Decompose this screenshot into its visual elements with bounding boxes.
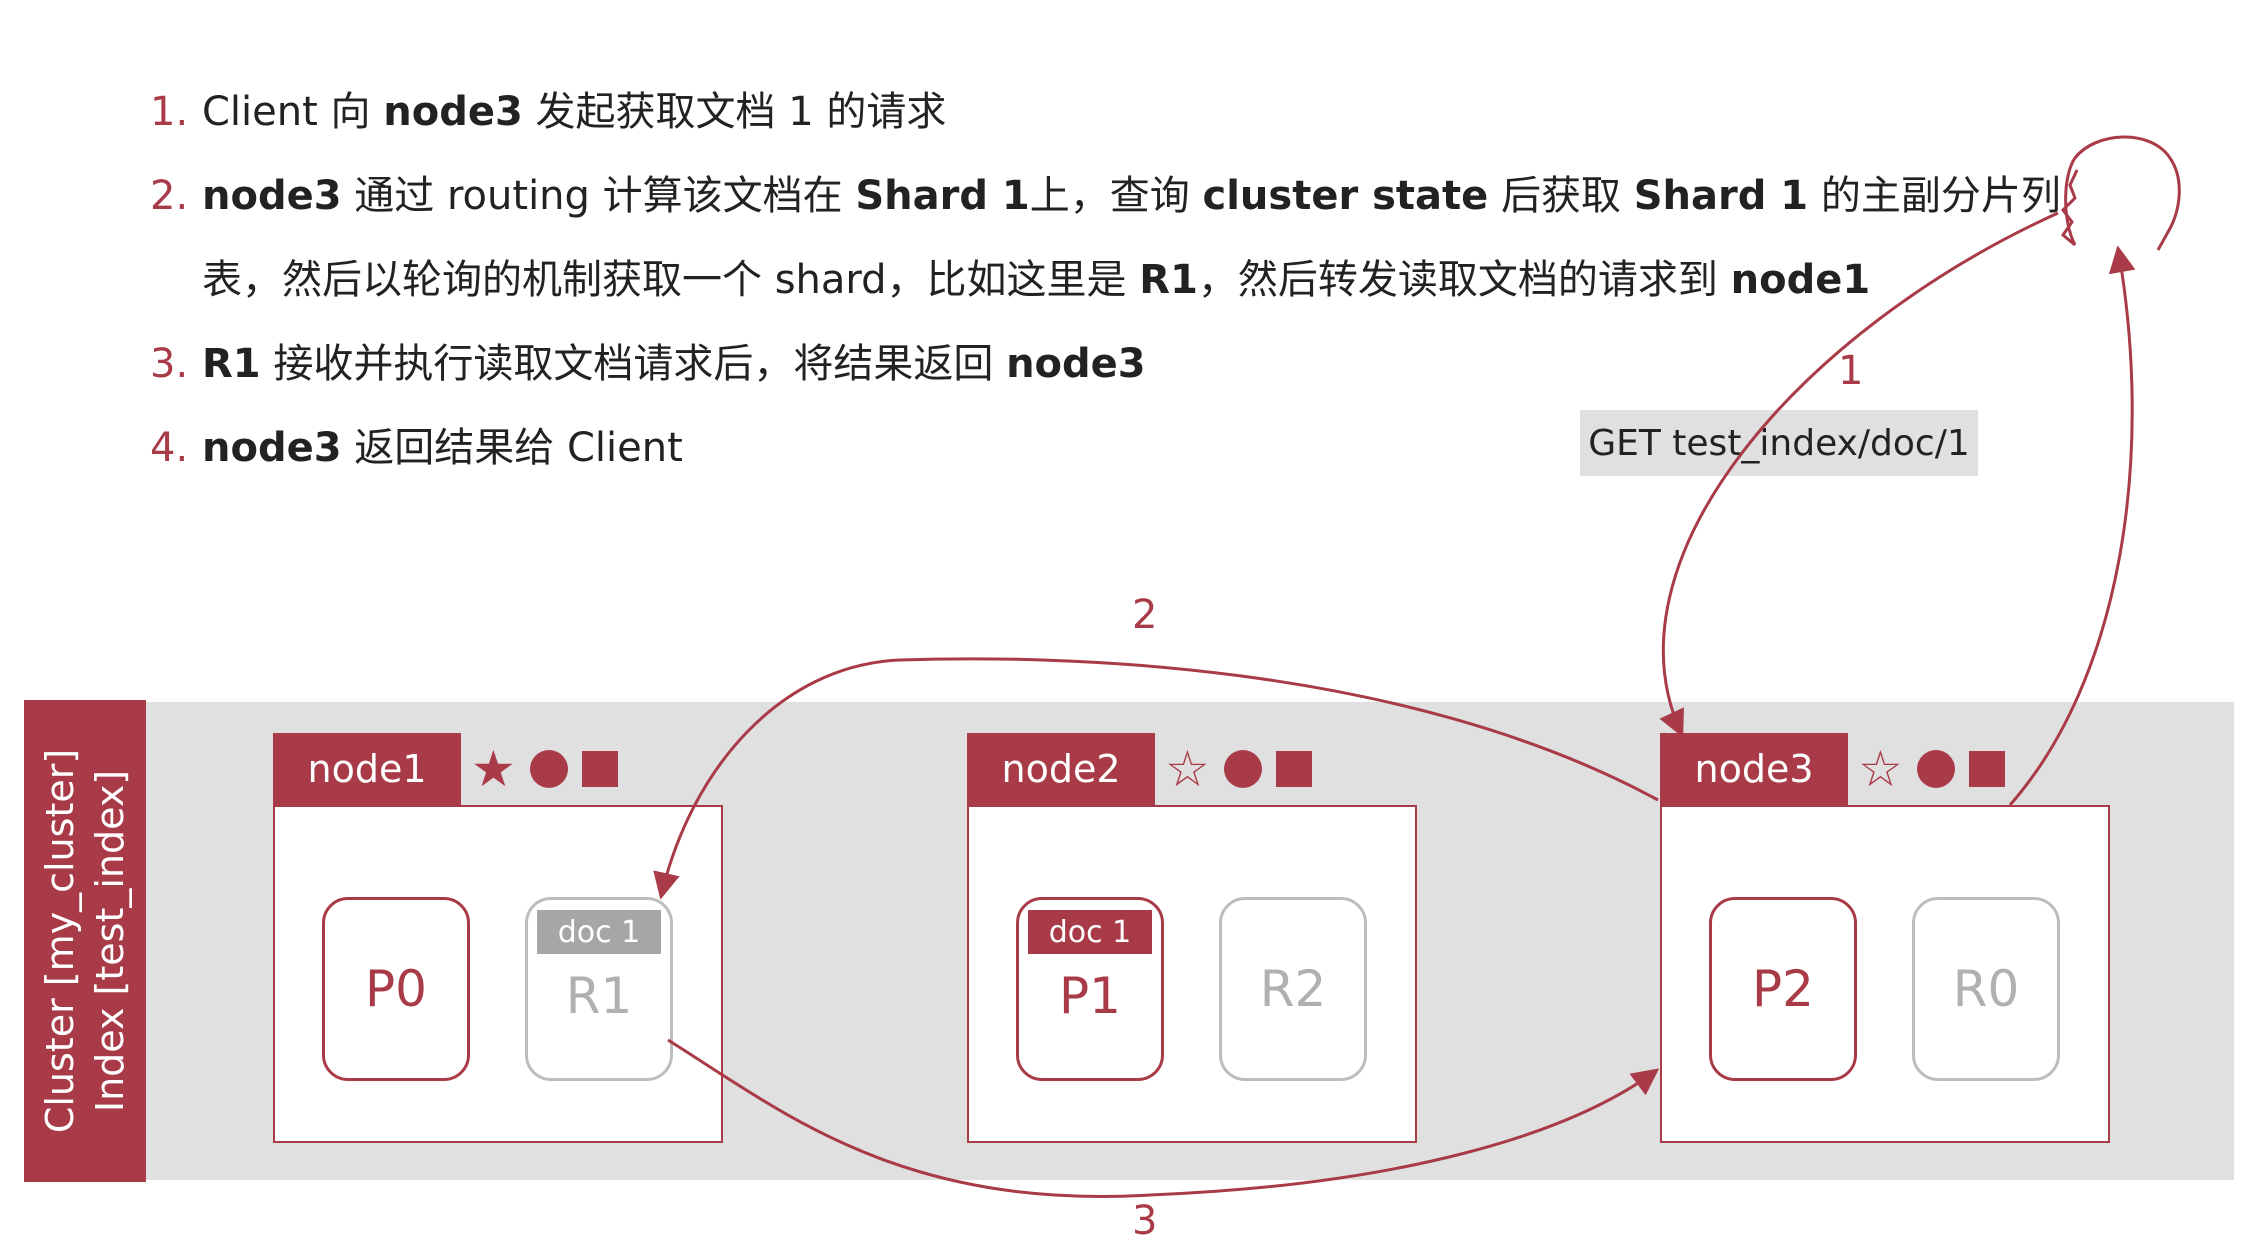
shard-label: R1 bbox=[565, 967, 633, 1025]
step-number: 2. bbox=[150, 173, 189, 219]
node-box: P2 R0 bbox=[1660, 805, 2110, 1143]
step-list: 1.Client 向 node3 发起获取文档 1 的请求 2.node3 通过… bbox=[150, 70, 2061, 490]
circle-icon bbox=[1223, 750, 1262, 788]
shard-r1: doc 1 R1 bbox=[525, 897, 673, 1081]
star-outline-icon: ☆ bbox=[1858, 740, 1903, 798]
node-box: doc 1 P1 R2 bbox=[967, 805, 1417, 1143]
arrow-label-1: 1 bbox=[1838, 348, 1864, 394]
arrow-2 bbox=[653, 657, 1659, 900]
step-number: 1. bbox=[150, 89, 189, 135]
node-node1: node1 ★ P0 doc 1 R1 bbox=[273, 733, 723, 1143]
request-label: GET test_index/doc/1 bbox=[1580, 410, 1978, 476]
node-status-icons: ☆ bbox=[1858, 743, 2005, 795]
shard-label: R2 bbox=[1259, 960, 1327, 1018]
shard-label: R0 bbox=[1952, 960, 2020, 1018]
shard-label: P2 bbox=[1752, 960, 1814, 1018]
step-number: 4. bbox=[150, 425, 189, 471]
shard-r2: R2 bbox=[1219, 897, 1367, 1081]
square-icon bbox=[1275, 751, 1312, 787]
arrow-3 bbox=[667, 1038, 1660, 1198]
arrow-label-2: 2 bbox=[1132, 592, 1158, 638]
star-outline-icon: ☆ bbox=[1165, 740, 1210, 798]
circle-icon bbox=[1916, 750, 1955, 788]
step-2-continuation: 表，然后以轮询的机制获取一个 shard，比如这里是 R1，然后转发读取文档的请… bbox=[202, 257, 1871, 303]
person-head-icon bbox=[2060, 135, 2181, 251]
shard-p0: P0 bbox=[322, 897, 470, 1081]
step-3: 3.R1 接收并执行读取文档请求后，将结果返回 node3 bbox=[150, 322, 2050, 406]
shard-p1: doc 1 P1 bbox=[1016, 897, 1164, 1081]
square-icon bbox=[1968, 751, 2005, 787]
node-name-tab: node1 bbox=[273, 733, 461, 805]
doc-badge: doc 1 bbox=[537, 910, 661, 954]
doc-badge: doc 1 bbox=[1028, 910, 1152, 954]
shard-p2: P2 bbox=[1709, 897, 1857, 1081]
shard-r0: R0 bbox=[1912, 897, 2060, 1081]
step-1: 1.Client 向 node3 发起获取文档 1 的请求 bbox=[150, 70, 2050, 154]
star-icon: ★ bbox=[471, 740, 516, 798]
node-node2: node2 ☆ doc 1 P1 R2 bbox=[967, 733, 1417, 1143]
cluster-label: Cluster [my_cluster] Index [test_index] bbox=[24, 700, 146, 1182]
node-name-tab: node2 bbox=[967, 733, 1155, 805]
node-name-tab: node3 bbox=[1660, 733, 1848, 805]
arrow-4 bbox=[2008, 245, 2136, 806]
shard-label: P1 bbox=[1059, 967, 1121, 1025]
node-box: P0 doc 1 R1 bbox=[273, 805, 723, 1143]
circle-icon bbox=[529, 750, 568, 788]
node-status-icons: ★ bbox=[471, 743, 618, 795]
node-status-icons: ☆ bbox=[1165, 743, 1312, 795]
step-2: 2.node3 通过 routing 计算该文档在 Shard 1上，查询 cl… bbox=[150, 154, 2061, 322]
node-node3: node3 ☆ P2 R0 bbox=[1660, 733, 2110, 1143]
arrow-label-3: 3 bbox=[1132, 1198, 1158, 1244]
step-4: 4.node3 返回结果给 Client bbox=[150, 406, 2050, 490]
arrow-1 bbox=[1659, 211, 2059, 738]
square-icon bbox=[581, 751, 618, 787]
step-number: 3. bbox=[150, 341, 189, 387]
shard-label: P0 bbox=[365, 960, 427, 1018]
